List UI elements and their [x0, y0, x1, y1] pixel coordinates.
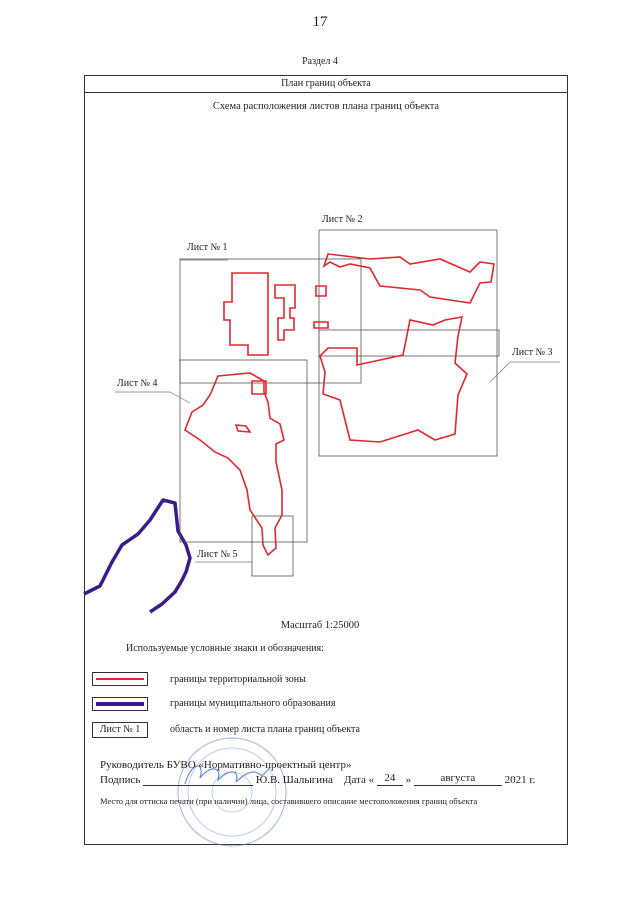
sheet-rect-5 [251, 515, 294, 577]
sheet-rect-4 [179, 359, 308, 543]
zone-boundary-3 [315, 285, 327, 297]
signatory-name: Ю.В. Шалыгина [255, 774, 333, 786]
municipal-border [83, 498, 192, 614]
date-day: 24 [376, 772, 403, 786]
date-label: Дата « [343, 774, 375, 786]
zone-boundary-9 [234, 424, 252, 433]
signature-field [143, 772, 254, 786]
scheme-title: Схема расположения листов плана границ о… [212, 101, 440, 112]
sheet-rect-3 [318, 329, 500, 357]
page-number: 17 [312, 14, 328, 30]
zone-boundary-6 [319, 316, 468, 443]
zone-boundary-5 [322, 253, 495, 304]
date-month: августа [413, 772, 502, 786]
sheet-label-2: Лист № 2 [322, 214, 362, 225]
frame-title: План границ объекта [84, 75, 568, 93]
legend-swatch-municipal-border [92, 697, 148, 711]
zone-boundary-7 [184, 372, 285, 557]
section-label: Раздел 4 [302, 56, 338, 67]
sheet-label-1: Лист № 1 [187, 242, 227, 253]
zone-boundary-2 [274, 284, 296, 341]
legend-swatch-zone-border [92, 672, 148, 686]
signature-organization: Руководитель БУВО «Нормативно-проектный … [100, 759, 352, 771]
zone-boundary-1 [223, 272, 269, 356]
signature-line: Подпись Ю.В. Шалыгина Дата « 24 » август… [100, 772, 535, 786]
legend-label-zone-border: границы территориальной зоны [170, 674, 306, 685]
date-year: 2021 г. [504, 774, 536, 786]
stamp-seal [177, 737, 287, 847]
sheet-rect-1 [179, 258, 362, 384]
scale-label: Масштаб 1:25000 [280, 620, 360, 631]
signature-label: Подпись [100, 774, 141, 786]
legend-swatch-sheet: Лист № 1 [92, 722, 148, 738]
stamp-note: Место для оттиска печати (при наличии) л… [100, 796, 478, 806]
sheet-label-4: Лист № 4 [117, 378, 157, 389]
legend-title: Используемые условные знаки и обозначени… [126, 643, 324, 654]
legend-label-sheet: область и номер листа плана границ объек… [170, 724, 360, 735]
plan-frame [84, 75, 568, 845]
signature-scribble [184, 765, 271, 785]
date-day-close: » [405, 774, 412, 786]
sheet-label-3: Лист № 3 [512, 347, 552, 358]
zone-boundary-8 [251, 380, 267, 395]
sheet-label-5: Лист № 5 [197, 549, 237, 560]
zone-boundary-4 [313, 321, 329, 329]
legend-label-municipal-border: границы муниципального образования [170, 698, 336, 709]
